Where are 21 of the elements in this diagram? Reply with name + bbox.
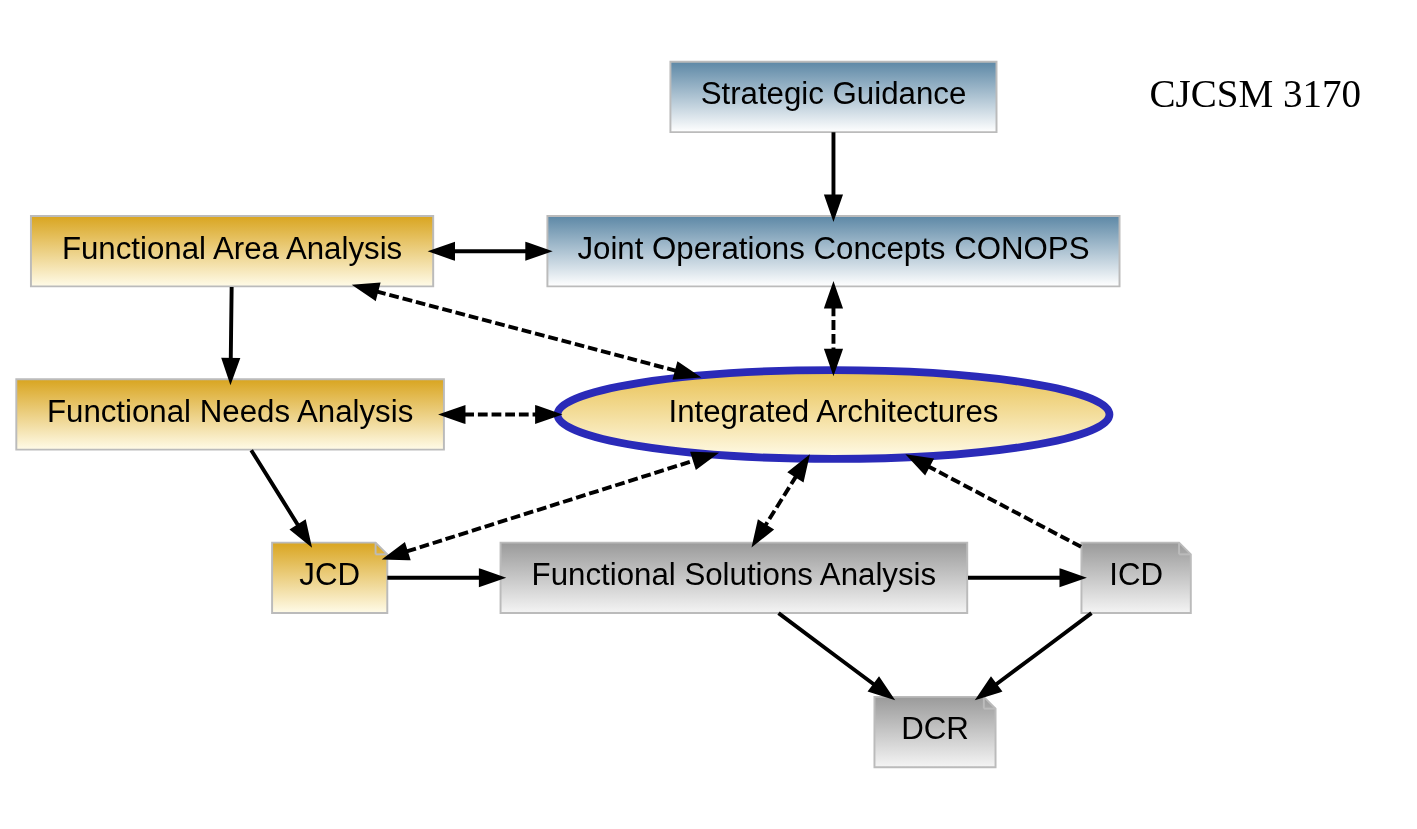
arrow bbox=[221, 286, 241, 386]
node-box: Functional Area Analysis bbox=[29, 215, 435, 288]
arrow bbox=[381, 451, 720, 561]
arrow bbox=[387, 568, 507, 588]
node-box: Strategic Guidance bbox=[669, 60, 998, 134]
arrow bbox=[777, 611, 896, 701]
node-box: Functional Solutions Analysis bbox=[499, 541, 969, 614]
arrow bbox=[823, 132, 844, 222]
node-box: Functional Needs Analysis bbox=[15, 378, 445, 451]
arrow bbox=[751, 454, 810, 548]
label: CJCSM 3170 bbox=[1149, 71, 1362, 115]
arrow bbox=[427, 241, 553, 261]
node-box: Joint Operations Concepts CONOPS bbox=[546, 215, 1121, 288]
arrow bbox=[823, 281, 844, 377]
arrow bbox=[974, 611, 1093, 701]
arrow bbox=[968, 568, 1087, 588]
arrow bbox=[905, 454, 1082, 549]
arrow bbox=[438, 404, 563, 425]
arrow bbox=[249, 449, 313, 548]
node-ellipse: Integrated Architectures bbox=[553, 366, 1114, 463]
arrow bbox=[351, 282, 702, 380]
